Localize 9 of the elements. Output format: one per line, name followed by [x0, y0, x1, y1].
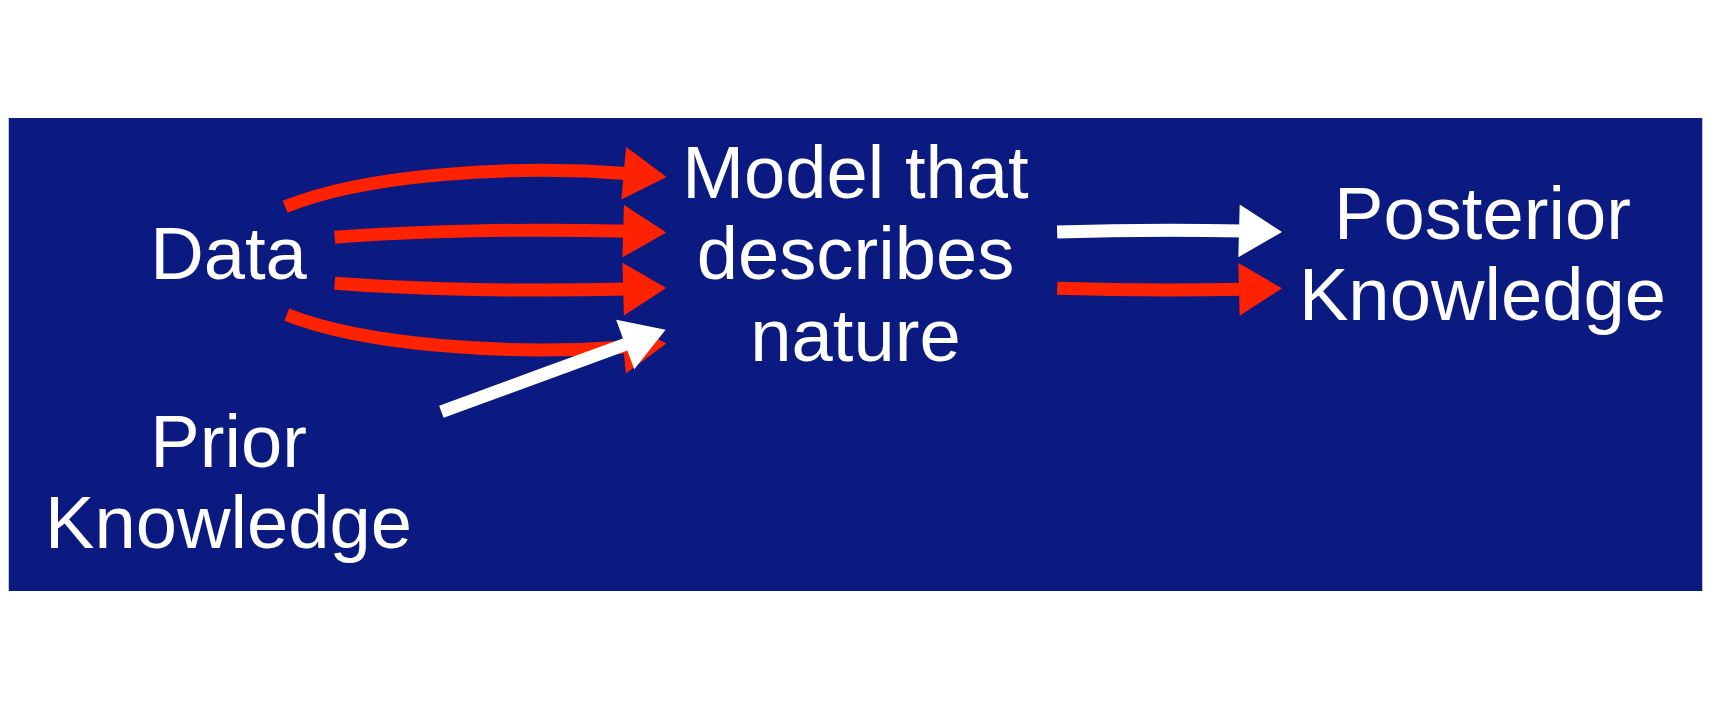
arrow — [1056, 262, 1283, 316]
arrow — [334, 262, 667, 315]
arrow — [1056, 204, 1283, 257]
arrow — [334, 204, 667, 257]
node-text: Data — [150, 211, 307, 295]
arrow — [282, 146, 667, 213]
node-text: Prior Knowledge — [44, 399, 413, 564]
node-text: Posterior Knowledge — [1298, 171, 1667, 336]
node-text: Model that describes nature — [682, 130, 1029, 377]
